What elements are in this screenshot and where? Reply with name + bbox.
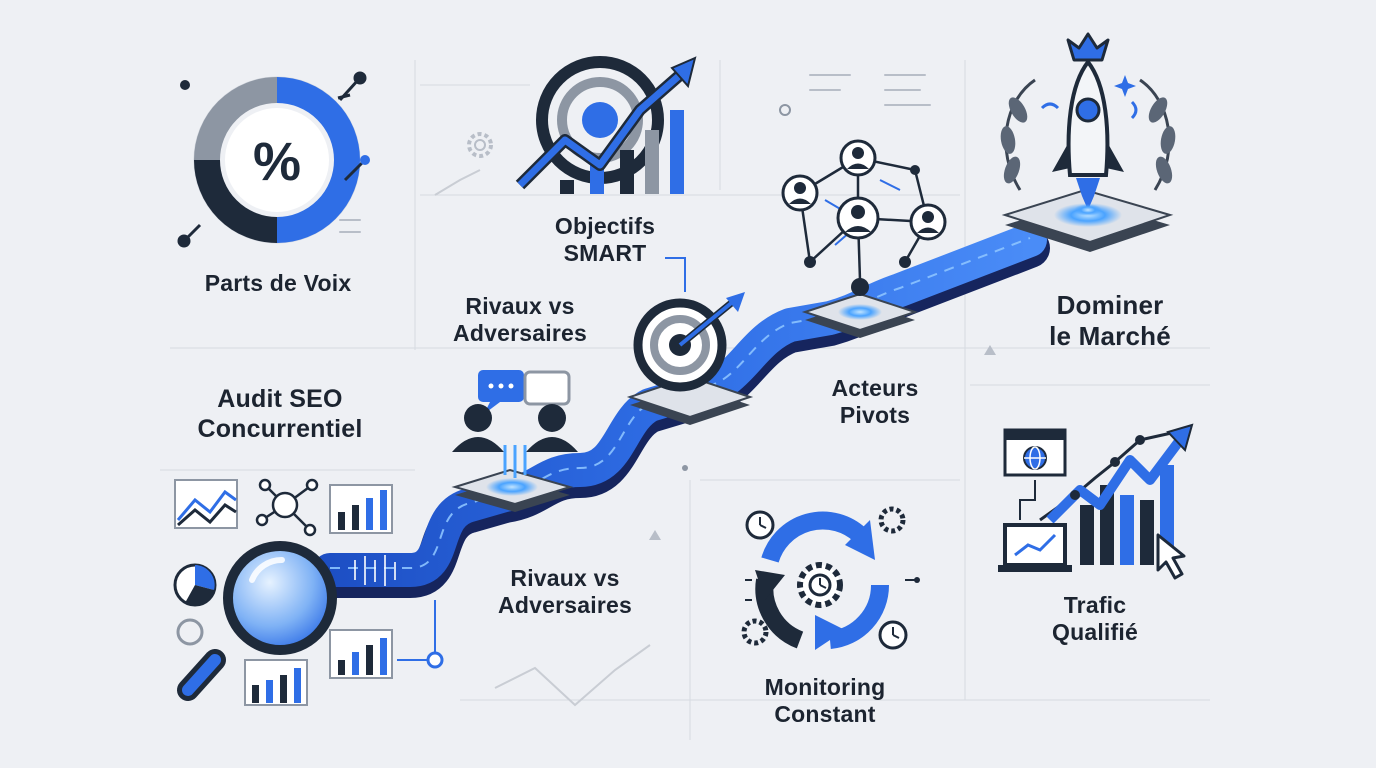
label-dominer-le-marche: Dominer le Marché [1049,290,1171,351]
rocket-crown-icon [1000,32,1176,216]
triangle-marker-2 [984,345,996,355]
chat-people-icon [452,370,578,478]
label-audit-seo: Audit SEO Concurrentiel [197,385,363,443]
gear-icon [467,132,493,158]
label-trafic-qualifie: Trafic Qualifié [1052,592,1138,646]
cycle-gears-icon [741,506,920,650]
target-arrow-icon [633,257,745,392]
decor-trend-line [494,644,651,707]
traffic-growth-icon [998,423,1194,580]
label-rivaux-top: Rivaux vs Adversaires [453,293,587,347]
label-monitoring-constant: Monitoring Constant [764,674,886,728]
magnifier-analytics-icon [173,478,444,706]
label-objectifs-smart: Objectifs SMART [554,213,656,267]
decor-trend-line-2 [434,169,481,196]
target-growth-icon [515,56,697,194]
percent-symbol: % [253,132,301,192]
label-rivaux-bottom: Rivaux vs Adversaires [498,565,632,619]
platform-1 [451,468,574,512]
platform-3 [801,292,919,338]
triangle-marker [649,530,661,540]
label-parts-de-voix: Parts de Voix [204,270,352,296]
decor-lines [339,74,931,233]
dot-marker [682,465,688,471]
network-people-icon [779,104,947,296]
platform-2 [626,375,754,425]
label-acteurs-pivots: Acteurs Pivots [831,375,919,429]
percent-donut-icon: % [177,71,370,248]
